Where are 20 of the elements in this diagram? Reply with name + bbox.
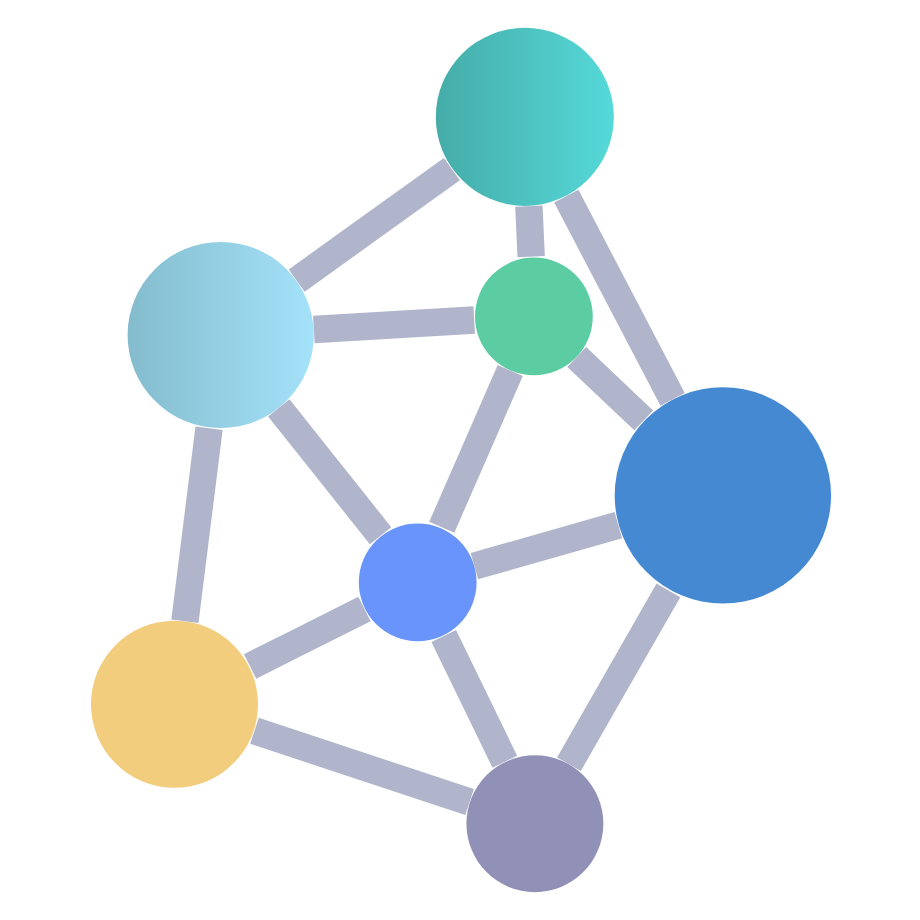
connector — [170, 426, 222, 623]
connector — [553, 189, 684, 406]
connector — [242, 596, 370, 679]
node-circle — [465, 755, 603, 893]
connector — [312, 306, 475, 344]
connector — [428, 365, 522, 533]
connector — [469, 511, 622, 580]
connector — [556, 583, 680, 771]
node-circle — [613, 387, 831, 604]
connector — [267, 399, 391, 545]
node-circle — [434, 27, 613, 206]
node-circle — [89, 620, 257, 788]
connector — [287, 158, 459, 292]
connector — [430, 629, 517, 768]
connector — [566, 347, 653, 431]
connector — [249, 717, 473, 816]
node-circle — [126, 241, 313, 429]
node-circle — [474, 257, 592, 376]
node-circle — [357, 523, 476, 642]
connector — [514, 205, 544, 258]
